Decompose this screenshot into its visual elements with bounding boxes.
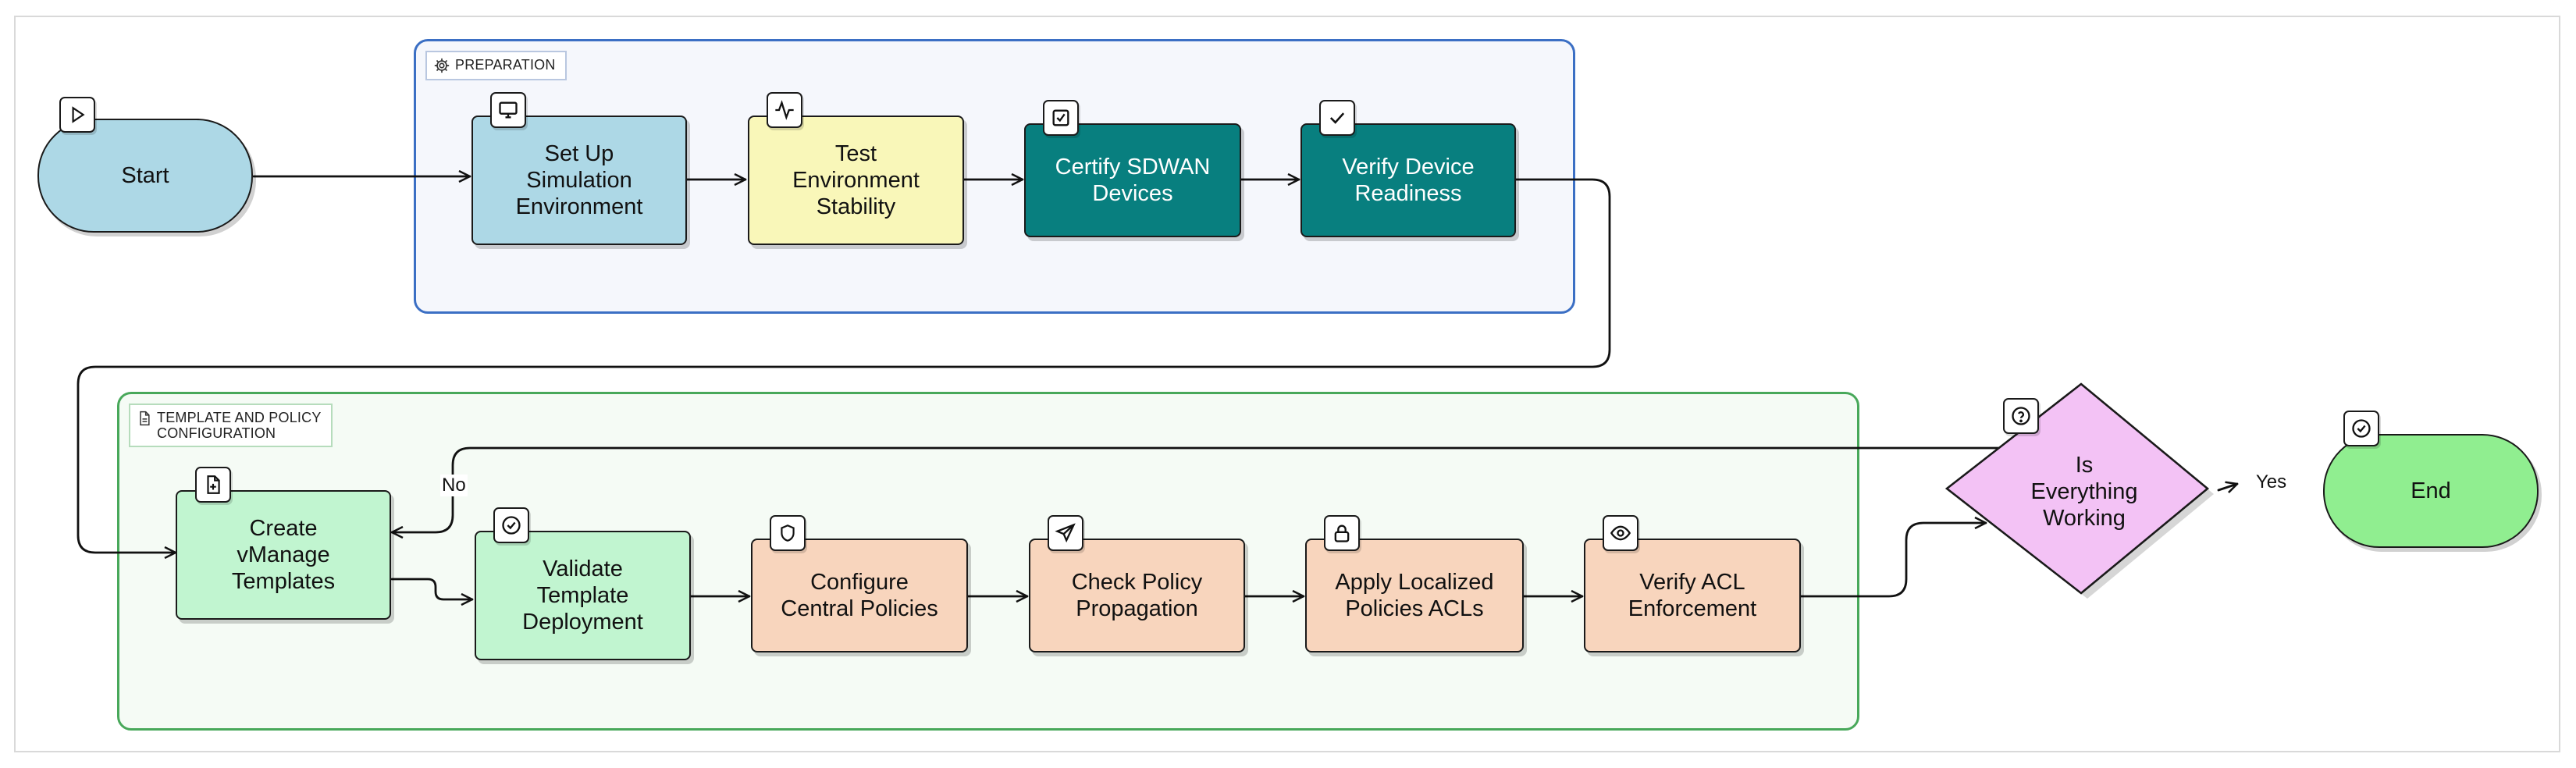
edge-verify-create [76, 178, 1611, 553]
help-circle-icon [2003, 398, 2039, 434]
node-label: Certify SDWAN Devices [1055, 155, 1211, 206]
edge-decision-create-no [390, 446, 2023, 532]
group-title: TEMPLATE AND POLICY CONFIGURATION [157, 410, 322, 441]
edge-label-yes: Yes [2254, 471, 2289, 493]
gear-icon [434, 58, 450, 73]
start-node[interactable]: Start [37, 119, 253, 233]
document-icon [140, 411, 150, 426]
checkbox-icon [1043, 100, 1079, 136]
node-label: End [2411, 478, 2451, 503]
edge-verifyacl-decision [1799, 523, 1987, 598]
check-circle-icon [2343, 411, 2379, 446]
eye-icon [1603, 515, 1638, 551]
file-plus-icon [195, 467, 231, 503]
edge-decision-end-yes [2217, 484, 2237, 490]
apply-acl-node[interactable]: Apply Localized Policies ACLs [1305, 539, 1524, 652]
diagram-frame [14, 16, 2560, 752]
verify-device-node[interactable]: Verify Device Readiness [1300, 123, 1516, 237]
play-icon [59, 97, 95, 133]
node-label: Validate Template Deployment [522, 556, 643, 635]
decision-label: Is Everything Working [2030, 453, 2138, 531]
node-label: Set Up Simulation Environment [515, 141, 643, 219]
check-circle-icon [493, 507, 529, 543]
end-node[interactable]: End [2323, 434, 2539, 548]
node-label: Create vManage Templates [231, 516, 336, 594]
edge-create-validate [390, 578, 474, 599]
validate-deployment-node[interactable]: Validate Template Deployment [475, 531, 691, 660]
group-title: PREPARATION [455, 57, 556, 73]
configure-policies-node[interactable]: Configure Central Policies [751, 539, 968, 652]
send-icon [1048, 515, 1083, 551]
check-icon [1319, 100, 1355, 136]
activity-icon [767, 92, 802, 128]
certify-sdwan-node[interactable]: Certify SDWAN Devices [1024, 123, 1241, 237]
node-label: Test Environment Stability [792, 141, 920, 219]
template-group-label: TEMPLATE AND POLICY CONFIGURATION [129, 404, 333, 447]
node-label: Check Policy Propagation [1071, 570, 1203, 621]
monitor-icon [490, 92, 526, 128]
decision-node[interactable] [1944, 381, 2217, 599]
preparation-group-label: PREPARATION [425, 51, 567, 80]
shield-icon [770, 515, 806, 551]
check-propagation-node[interactable]: Check Policy Propagation [1029, 539, 1245, 652]
node-label: Configure Central Policies [781, 570, 938, 621]
setup-simulation-node[interactable]: Set Up Simulation Environment [471, 116, 687, 245]
create-templates-node[interactable]: Create vManage Templates [176, 490, 391, 620]
node-label: Verify Device Readiness [1342, 155, 1475, 206]
lock-icon [1324, 515, 1360, 551]
edge-label-no: No [440, 475, 468, 496]
node-label: Verify ACL Enforcement [1628, 570, 1757, 621]
verify-acl-node[interactable]: Verify ACL Enforcement [1584, 539, 1801, 652]
node-label: Start [121, 163, 169, 188]
node-label: Apply Localized Policies ACLs [1335, 570, 1494, 621]
test-stability-node[interactable]: Test Environment Stability [748, 116, 964, 245]
